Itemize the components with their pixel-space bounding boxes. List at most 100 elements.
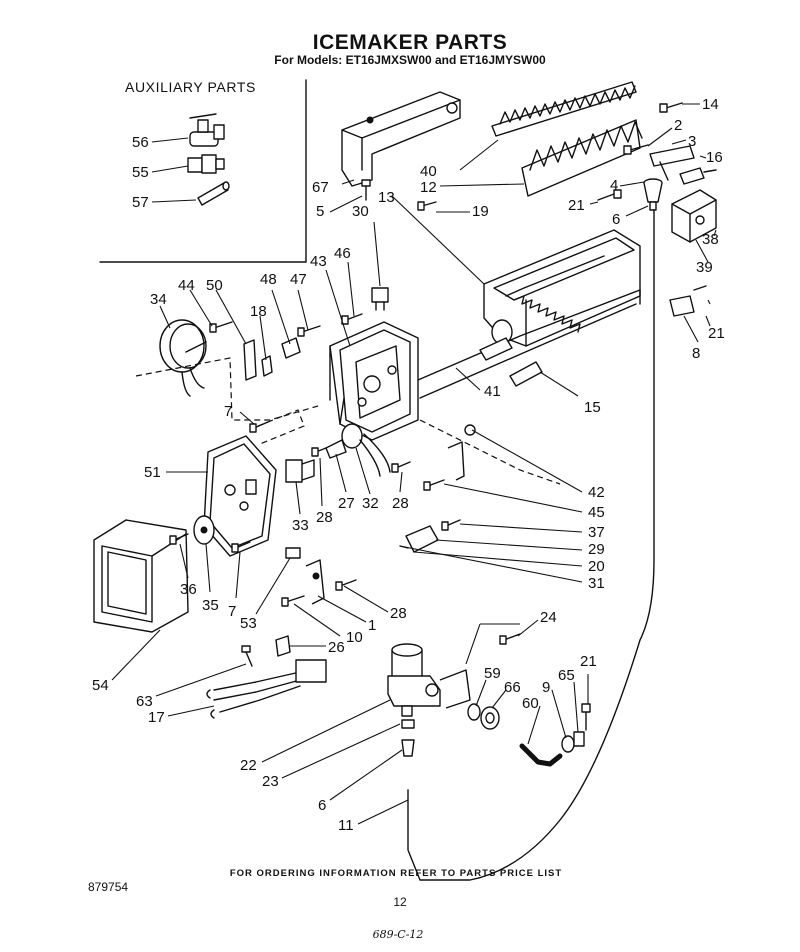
part-26-wire-nut [275, 635, 291, 657]
auxiliary-parts-heading: AUXILIARY PARTS [125, 79, 256, 95]
part-1-arm [305, 559, 325, 605]
part-47-screw [297, 325, 321, 337]
part-10-screw [281, 595, 305, 607]
part-46-screw [341, 313, 363, 325]
callout-38: 38 [702, 231, 719, 248]
part-48-bracket [281, 337, 301, 359]
callout-50: 50 [206, 277, 223, 294]
part-36-screw [169, 533, 189, 545]
model-subtitle: For Models: ET16JMXSW00 and ET16JMYSW00 [274, 53, 546, 67]
callout-21-c: 21 [580, 653, 597, 670]
part-callouts: 56 55 57 14 2 3 16 40 12 4 21 6 67 5 30 … [92, 96, 725, 834]
callout-37: 37 [588, 524, 605, 541]
callout-19: 19 [472, 203, 489, 220]
callout-40: 40 [420, 163, 437, 180]
callout-28-c: 28 [390, 605, 407, 622]
part-59-washer [467, 703, 481, 721]
handwritten-code: 689-C-12 [373, 928, 424, 941]
part-22-water-valve [387, 643, 471, 717]
callout-8: 8 [692, 345, 700, 362]
part-5-screw [361, 179, 371, 201]
callout-39: 39 [696, 259, 713, 276]
part-21-screw-lower [581, 703, 591, 731]
part-13-icemaker-mold [483, 229, 641, 347]
part-6-fill-cup [643, 178, 663, 211]
callout-30: 30 [352, 203, 369, 220]
callout-9: 9 [542, 679, 550, 696]
part-27-shaft [325, 439, 347, 459]
callout-35: 35 [202, 597, 219, 614]
leader-lines [111, 103, 717, 825]
part-28-screw-a [311, 447, 327, 457]
callout-5: 5 [316, 203, 324, 220]
part-60-tube [519, 743, 563, 767]
ordering-footer-note: FOR ORDERING INFORMATION REFER TO PARTS … [230, 868, 562, 879]
part-18-connector [261, 355, 273, 377]
callout-6-b: 6 [318, 797, 326, 814]
callout-2: 2 [674, 117, 682, 134]
part-9-clamp [561, 735, 575, 753]
part-56-saddle-valve [189, 113, 225, 147]
part-17-wiring-harness [206, 659, 327, 719]
callout-42: 42 [588, 484, 605, 501]
part-66-fitting [480, 706, 500, 730]
part-29-switch [399, 525, 439, 553]
part-54-front-cover [93, 519, 189, 633]
part-34-drive-motor [159, 319, 207, 397]
part-8-tube-clamp [669, 285, 707, 317]
callout-1: 1 [368, 617, 376, 634]
callout-18: 18 [250, 303, 267, 320]
callout-6: 6 [612, 211, 620, 228]
part-55-compression-fitting [187, 154, 225, 174]
part-45-screw [423, 479, 445, 491]
page-number: 12 [393, 895, 407, 909]
wiring-dash-upper [135, 357, 319, 421]
part-24-bracket-lines [465, 623, 520, 665]
callout-41: 41 [484, 383, 501, 400]
callout-3: 3 [688, 133, 696, 150]
callout-24: 24 [540, 609, 557, 626]
callout-28: 28 [316, 509, 333, 526]
part-21-screw-upper [597, 189, 622, 201]
callout-7-b: 7 [228, 603, 236, 620]
callout-34: 34 [150, 291, 167, 308]
callout-27: 27 [338, 495, 355, 512]
callout-21-b: 21 [708, 325, 725, 342]
part-15-thermostat-probe [509, 361, 543, 387]
callout-20: 20 [588, 558, 605, 575]
part-24-screw [499, 633, 521, 645]
callout-53: 53 [240, 615, 257, 632]
part-19-screw [417, 201, 437, 211]
callout-15: 15 [584, 399, 601, 416]
callout-16: 16 [706, 149, 723, 166]
callout-12: 12 [420, 179, 437, 196]
callout-22: 22 [240, 757, 257, 774]
callout-14: 14 [702, 96, 719, 113]
part-57-tube-sleeve [197, 181, 230, 206]
callout-66: 66 [504, 679, 521, 696]
part-50-bracket [243, 339, 257, 381]
part-11-water-tube [407, 209, 655, 881]
callout-28-b: 28 [392, 495, 409, 512]
callout-47: 47 [290, 271, 307, 288]
part-32-solenoid [341, 423, 391, 477]
callout-44: 44 [178, 277, 195, 294]
part-67-mounting-bracket [341, 91, 461, 187]
part-37-screw [441, 519, 461, 531]
part-7-screw [249, 421, 269, 433]
part-40-ejector-blade [491, 81, 637, 137]
callout-46: 46 [334, 245, 351, 262]
part-7-screw-lower [231, 541, 251, 553]
part-14-screw [659, 102, 683, 113]
part-53-connector [285, 547, 301, 559]
callout-13: 13 [378, 189, 395, 206]
part-12-stripper [521, 119, 643, 197]
part-3-shield [649, 145, 695, 181]
callout-10: 10 [346, 629, 363, 646]
part-38-fill-tube-bracket [671, 189, 717, 243]
callout-31: 31 [588, 575, 605, 592]
part-33-thermostat [285, 459, 315, 483]
callout-4: 4 [610, 177, 618, 194]
callout-59: 59 [484, 665, 501, 682]
